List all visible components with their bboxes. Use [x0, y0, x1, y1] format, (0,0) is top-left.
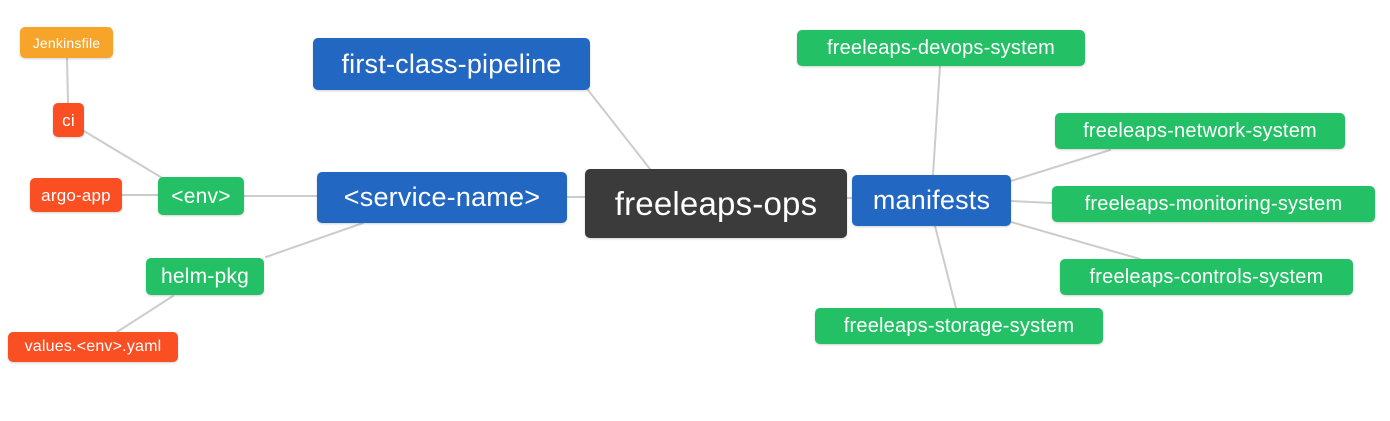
edge-helm-pkg-to-service-name [265, 222, 364, 258]
edge-manifests-to-network-system [1010, 149, 1111, 182]
node-freeleaps-ops[interactable]: freeleaps-ops [585, 169, 847, 238]
edge-jenkinsfile-to-ci [66, 57, 69, 104]
edge-first-class-pipeline-to-freeleaps-ops [587, 89, 651, 170]
edge-values-env-yaml-to-helm-pkg [116, 295, 174, 333]
node-first-class-pipeline[interactable]: first-class-pipeline [313, 38, 590, 90]
node-monitoring-system[interactable]: freeleaps-monitoring-system [1052, 186, 1375, 222]
edge-manifests-to-devops-system [932, 65, 941, 176]
node-env[interactable]: <env> [158, 177, 244, 215]
edge-ci-to-env [83, 130, 165, 180]
node-service-name[interactable]: <service-name> [317, 172, 567, 223]
node-jenkinsfile[interactable]: Jenkinsfile [20, 27, 113, 58]
node-ci[interactable]: ci [53, 103, 84, 137]
node-argo-app[interactable]: argo-app [30, 178, 122, 212]
node-controls-system[interactable]: freeleaps-controls-system [1060, 259, 1353, 295]
node-devops-system[interactable]: freeleaps-devops-system [797, 30, 1085, 66]
node-values-env-yaml[interactable]: values.<env>.yaml [8, 332, 178, 362]
node-network-system[interactable]: freeleaps-network-system [1055, 113, 1345, 149]
edge-manifests-to-controls-system [1010, 221, 1141, 260]
node-manifests[interactable]: manifests [852, 175, 1011, 226]
edge-manifests-to-monitoring-system [1010, 200, 1053, 204]
node-storage-system[interactable]: freeleaps-storage-system [815, 308, 1103, 344]
node-helm-pkg[interactable]: helm-pkg [146, 258, 264, 295]
edge-manifests-to-storage-system [934, 225, 957, 309]
